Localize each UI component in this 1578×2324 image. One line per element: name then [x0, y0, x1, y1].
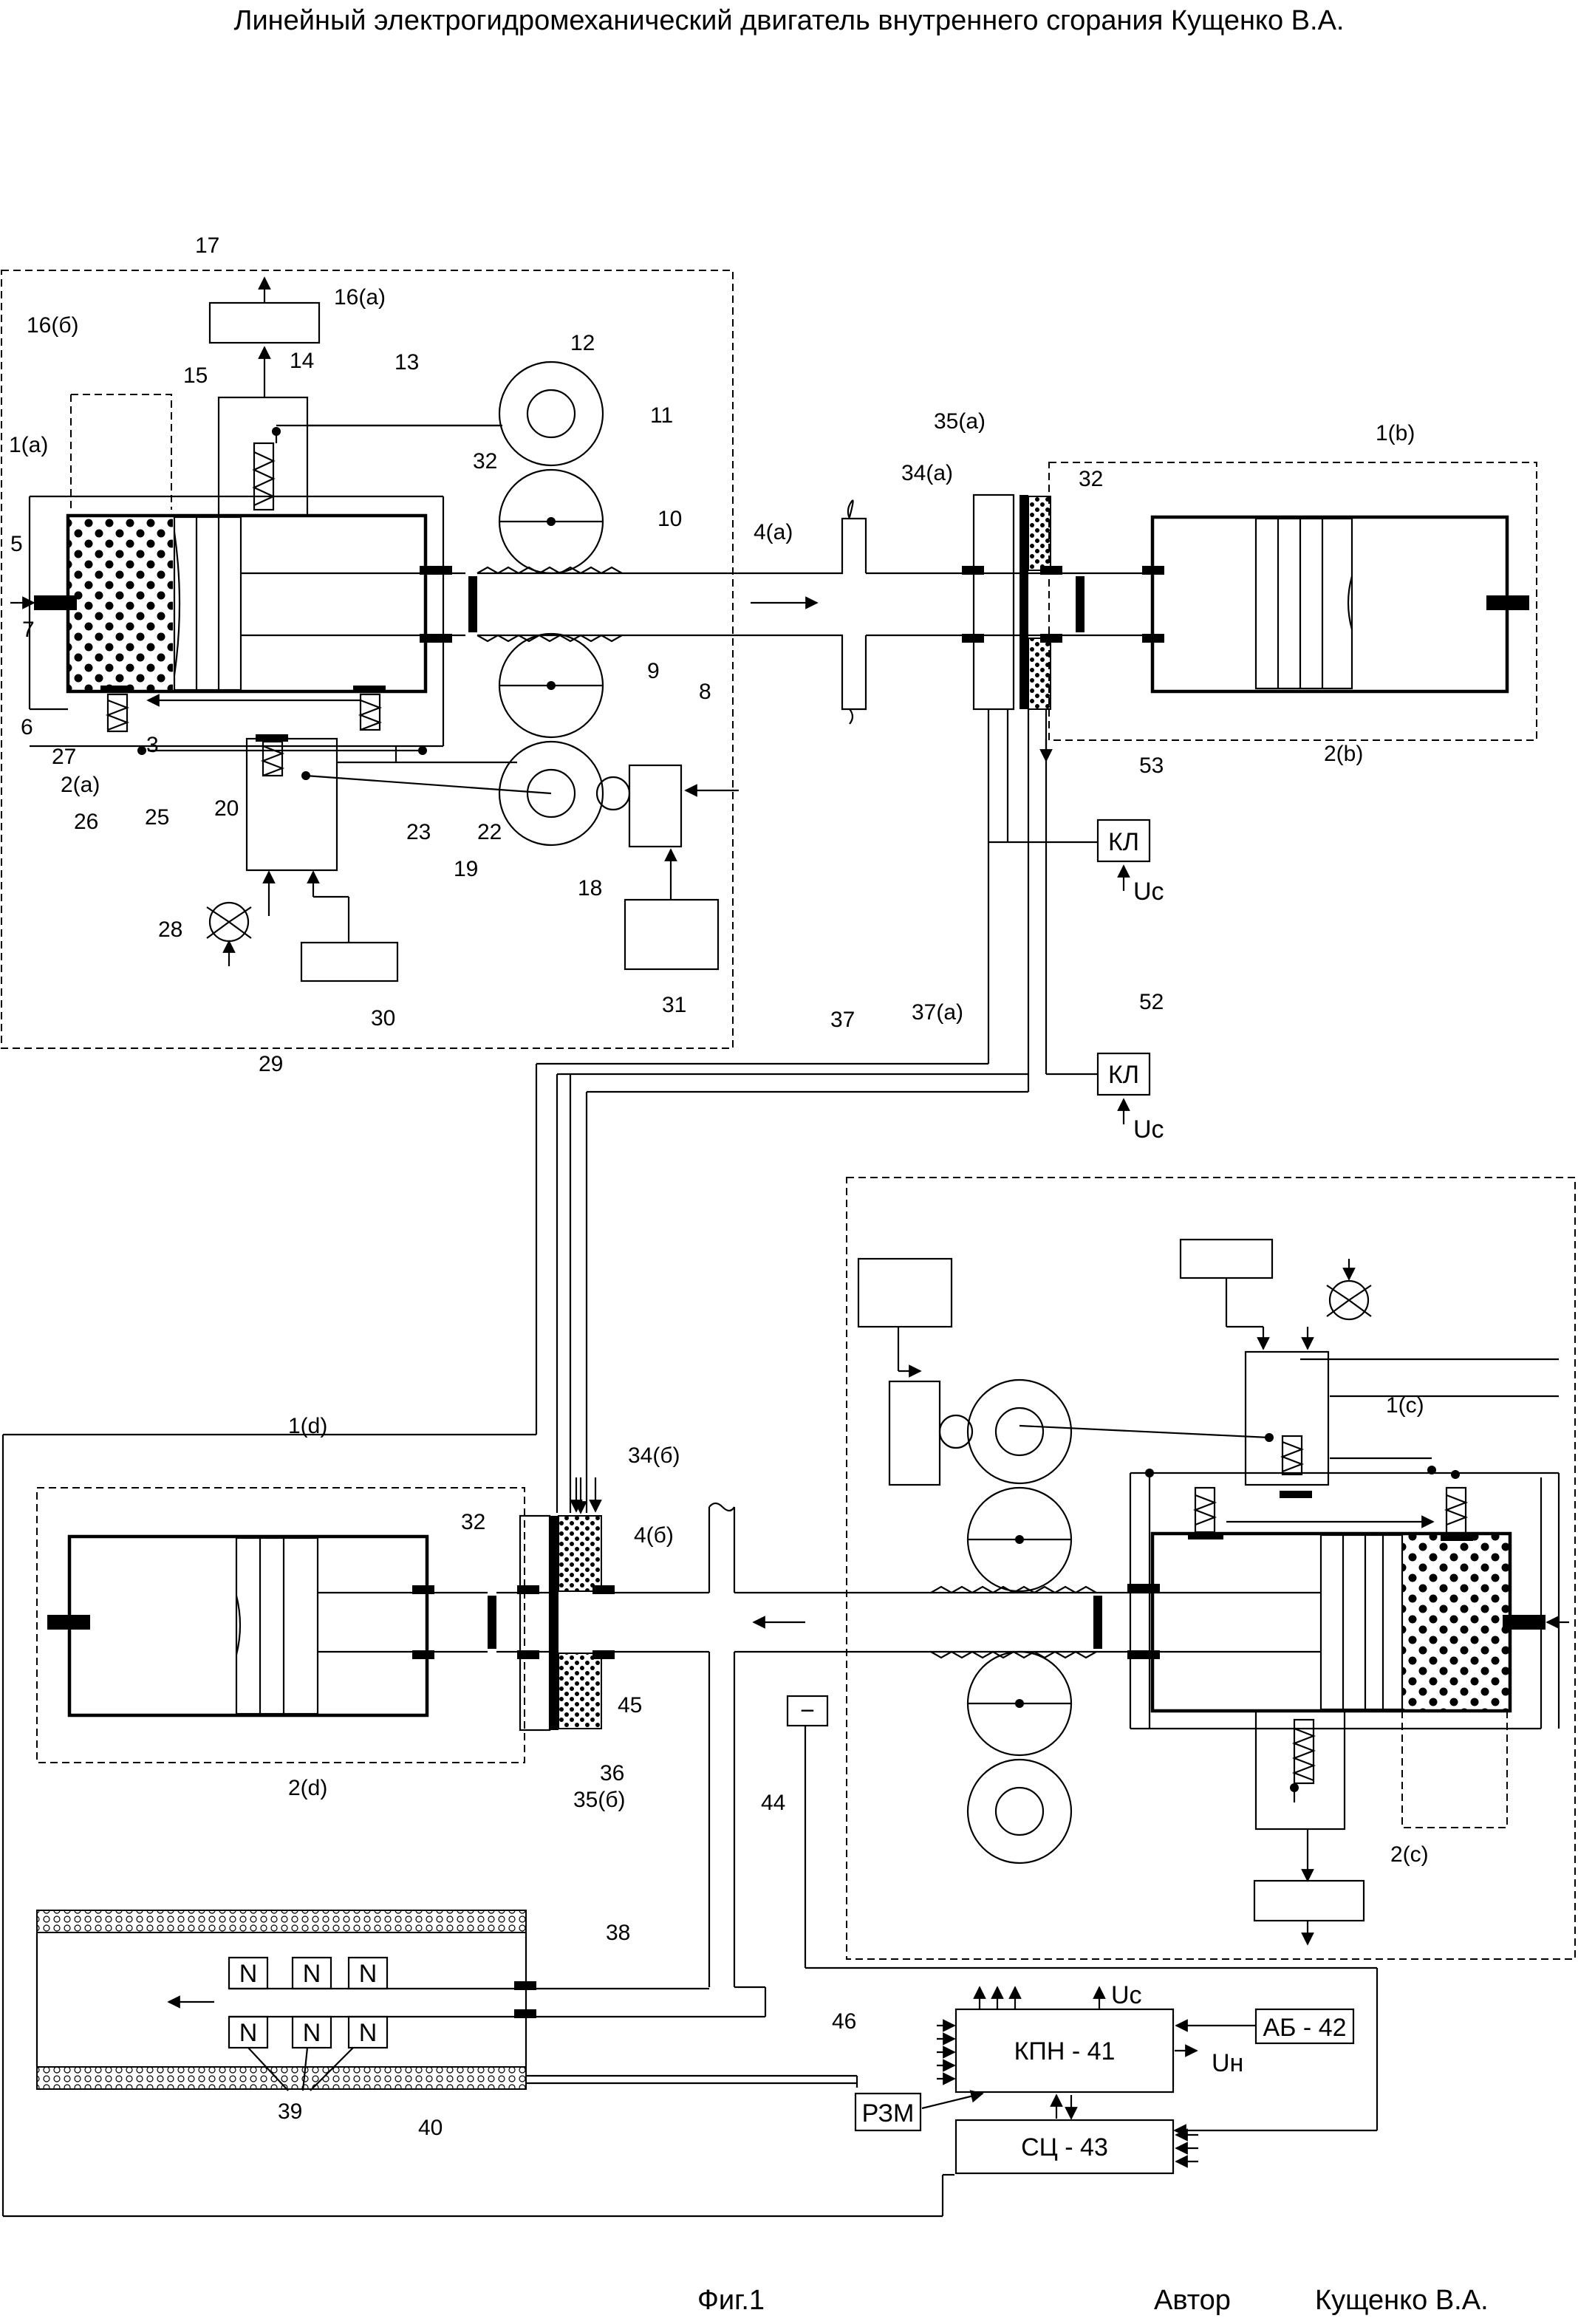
- magnet-2: N: [303, 1960, 321, 1988]
- label-36: 36: [600, 1761, 624, 1785]
- sc-label: СЦ - 43: [1021, 2133, 1108, 2161]
- label-22: 22: [477, 820, 502, 844]
- uc2-label: Uc: [1133, 1115, 1164, 1144]
- junction-b: [517, 1477, 813, 1987]
- label-2b: 2(b): [1324, 742, 1363, 766]
- combustion-chamber-a: [69, 517, 173, 690]
- module-b: [1048, 462, 1537, 741]
- label-37a: 37(а): [912, 1000, 963, 1025]
- control-blocks: − КПН - 41 Uc Uн АБ - 42 РЗМ СЦ - 43: [786, 1695, 1379, 2216]
- magnet-5: N: [303, 2019, 321, 2047]
- label-2d: 2(d): [288, 1776, 327, 1800]
- label-1b: 1(b): [1376, 421, 1415, 445]
- label-2a: 2(а): [61, 773, 100, 797]
- label-38: 38: [606, 1921, 630, 1945]
- label-32-b: 32: [1079, 467, 1103, 491]
- magnet-4: N: [239, 2019, 258, 2047]
- label-9: 9: [647, 659, 660, 683]
- label-3: 3: [146, 733, 159, 757]
- label-4a: 4(а): [754, 520, 793, 544]
- label-16b: 16(б): [27, 313, 79, 338]
- label-1a: 1(а): [9, 433, 48, 457]
- label-23: 23: [406, 820, 431, 844]
- connector-lines: [1, 1062, 1028, 2218]
- label-45: 45: [618, 1693, 642, 1718]
- label-5: 5: [10, 532, 23, 556]
- rzm-label: РЗМ: [862, 2099, 915, 2128]
- label-28: 28: [158, 917, 182, 942]
- label-8: 8: [699, 680, 711, 704]
- linear-generator: N N N N N N: [35, 1910, 858, 2091]
- label-26: 26: [74, 810, 98, 834]
- label-12: 12: [570, 331, 595, 355]
- junction-a: [751, 493, 1152, 1092]
- combustion-chamber-c: [1402, 1535, 1509, 1709]
- label-32-a: 32: [473, 449, 497, 474]
- kl-blocks: КЛ Uc КЛ Uc: [1096, 818, 1164, 1144]
- module-a: [1, 270, 835, 1049]
- uc1-label: Uc: [1133, 878, 1164, 906]
- label-39: 39: [278, 2099, 302, 2124]
- ab-label: АБ - 42: [1263, 2014, 1346, 2042]
- label-16a: 16(а): [334, 285, 386, 310]
- label-30: 30: [371, 1006, 395, 1031]
- kl53-label: КЛ: [1108, 828, 1139, 856]
- label-31: 31: [662, 993, 686, 1017]
- label-37: 37: [830, 1008, 855, 1032]
- label-4b: 4(б): [634, 1523, 674, 1548]
- label-19: 19: [454, 857, 478, 881]
- kl52-label: КЛ: [1108, 1061, 1139, 1089]
- magnet-3: N: [359, 1960, 378, 1988]
- part-labels: 17 16(а) 16(б) 14 15 13 12 11 1(а) 32 10…: [9, 233, 1429, 2140]
- kpn-label: КПН - 41: [1014, 2037, 1116, 2065]
- label-7: 7: [22, 618, 35, 642]
- label-34b: 34(б): [628, 1443, 680, 1468]
- label-35a: 35(а): [934, 409, 986, 434]
- label-53: 53: [1139, 753, 1164, 778]
- label-29: 29: [259, 1052, 283, 1076]
- label-1d: 1(d): [288, 1414, 327, 1438]
- label-17: 17: [195, 233, 219, 258]
- label-14: 14: [290, 349, 314, 373]
- author-name: Кущенко В.А.: [1315, 2285, 1489, 2316]
- label-2c: 2(c): [1390, 1842, 1429, 1867]
- label-1c: 1(c): [1386, 1393, 1424, 1418]
- label-32-c: 32: [461, 1510, 485, 1534]
- uc3-label: Uc: [1111, 1981, 1142, 2009]
- label-27: 27: [52, 745, 76, 769]
- magnet-6: N: [359, 2019, 378, 2047]
- module-c: [813, 1177, 1576, 1960]
- minus-symbol: −: [800, 1697, 815, 1725]
- label-6: 6: [21, 715, 33, 739]
- label-52: 52: [1139, 990, 1164, 1014]
- label-20: 20: [214, 796, 239, 821]
- module-d: [36, 1487, 550, 1763]
- label-46: 46: [832, 2009, 856, 2034]
- label-25: 25: [145, 805, 169, 830]
- label-40: 40: [418, 2116, 443, 2140]
- un-label: Uн: [1212, 2049, 1243, 2077]
- magnet-1: N: [239, 1960, 258, 1988]
- label-18: 18: [578, 876, 602, 900]
- label-13: 13: [394, 350, 419, 375]
- author-label: Автор: [1154, 2285, 1231, 2316]
- label-44: 44: [761, 1791, 785, 1815]
- diagram-title: Линейный электрогидромеханический двигат…: [234, 5, 1345, 36]
- label-11: 11: [650, 403, 673, 428]
- figure-caption: Фиг.1: [697, 2285, 765, 2316]
- label-35b: 35(б): [573, 1788, 626, 1812]
- label-15: 15: [183, 363, 208, 388]
- label-10: 10: [658, 507, 682, 531]
- label-34a: 34(а): [901, 461, 953, 485]
